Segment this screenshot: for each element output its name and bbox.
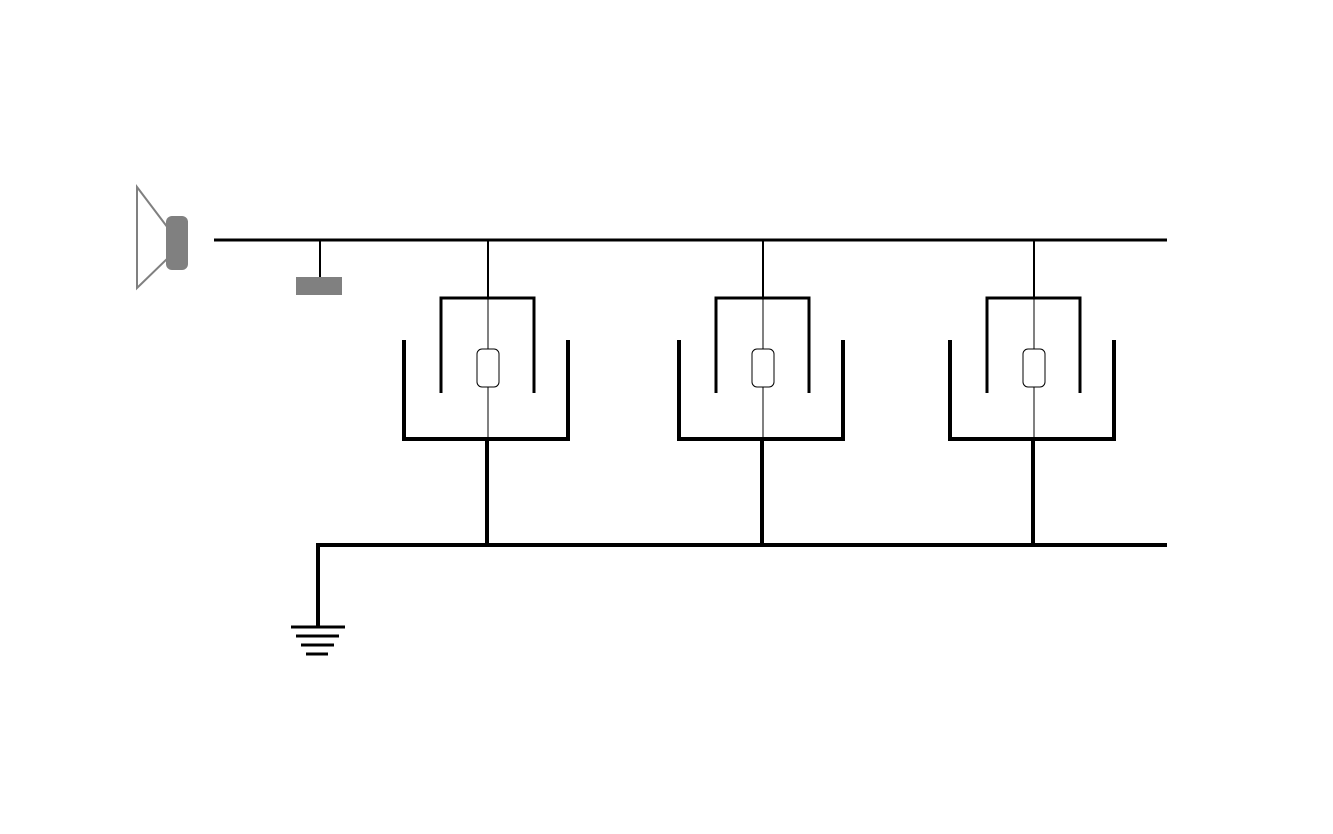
speaker-icon bbox=[136, 184, 188, 291]
ground-icon bbox=[291, 625, 345, 656]
electrode-cell bbox=[948, 240, 1116, 545]
terminal-block bbox=[296, 277, 342, 295]
cell-resistor bbox=[476, 348, 500, 388]
speaker-cone bbox=[136, 184, 169, 291]
cell-resistor bbox=[751, 348, 775, 388]
cell-resistor bbox=[1022, 348, 1046, 388]
electrode-cell bbox=[677, 240, 845, 545]
speaker-magnet bbox=[166, 216, 188, 270]
electrode-cell bbox=[402, 240, 570, 545]
